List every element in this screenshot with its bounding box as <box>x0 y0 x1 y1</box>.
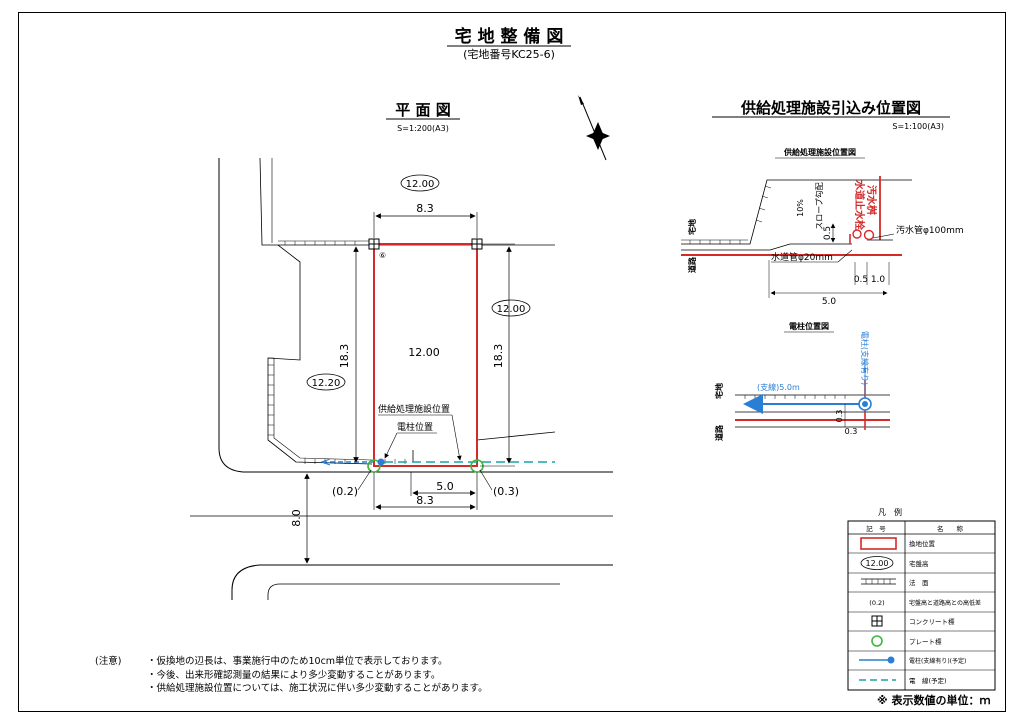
legend-row-name: 換地位置 <box>909 539 936 548</box>
sewer-leader <box>872 233 895 239</box>
legend-concrete-icon <box>871 615 883 627</box>
legend-oval-icon <box>860 556 894 570</box>
legend-slope-icon <box>861 578 896 585</box>
label-doro-1: 道路 <box>687 256 697 273</box>
branch-label: (支線)5.0m <box>757 382 800 392</box>
legend-row-name: 法 面 <box>909 578 929 587</box>
height-diff-leader <box>357 469 372 491</box>
elevation-left-lot: 12.20 <box>312 378 341 389</box>
dim-inner: 5.0 <box>436 480 454 493</box>
corner-mark: ⑥ <box>379 251 386 260</box>
legend-row-symbol: (0.2) <box>869 599 884 607</box>
pole-label: 電柱(支線有り) <box>860 331 870 385</box>
legend-col-symbol: 記 号 <box>866 524 886 533</box>
legend-lot-icon <box>860 537 897 550</box>
terrain-profile <box>681 179 912 245</box>
elevation-top: 12.00 <box>406 179 435 190</box>
dim-top-width: 8.3 <box>416 202 434 215</box>
branch-arrow-icon <box>320 458 331 466</box>
label-takuchi-2: 宅地 <box>714 383 724 399</box>
height-diff-left: (0.2) <box>332 485 358 498</box>
note-line: ・仮換地の辺長は、事業施行中のため10cm単位で表示しております。 <box>147 656 448 667</box>
north-arrow-icon <box>578 95 610 161</box>
left-lot-boundary <box>259 157 373 465</box>
legend-row-symbol: 12.00 <box>866 559 889 568</box>
water-stop-label: 水道止水栓 <box>853 179 866 230</box>
plan-scale: S=1:200(A3) <box>397 124 449 133</box>
legend-col-name: 名 称 <box>937 524 964 533</box>
top-hatch-ticks <box>284 241 356 245</box>
legend-title: 凡 例 <box>878 507 902 517</box>
sewer-box-icon <box>863 229 875 241</box>
elevation-oval <box>400 174 440 192</box>
unit-note: ※ 表示数値の単位：ｍ <box>877 694 991 707</box>
legend-row-name: コンクリート標 <box>909 617 955 626</box>
utility-pole-icon <box>377 458 385 466</box>
drawing-frame <box>18 12 1006 712</box>
dim-10: 1.0 <box>871 275 886 285</box>
concrete-marker-icon <box>368 238 380 250</box>
elevation-lot: 12.00 <box>408 346 440 359</box>
elevation-right: 12.00 <box>497 304 526 315</box>
road-edge-upper <box>218 158 613 473</box>
water-pipe-label: 水道管φ20mm <box>771 251 833 263</box>
lot-boundary <box>373 243 478 467</box>
pole-hatch-ticks <box>744 395 846 399</box>
supply-subtitle: 供給処理施設位置図 <box>783 147 856 157</box>
sewer-pipe-label: 汚水管φ100mm <box>896 224 964 236</box>
dim-50: 5.0 <box>822 297 837 307</box>
legend-pole-icon <box>859 656 895 664</box>
pole-leader <box>384 432 398 459</box>
dim-right: 18.3 <box>492 344 505 369</box>
water-stop-icon <box>852 229 862 239</box>
pole-subtitle: 電柱位置図 <box>789 321 829 331</box>
plan-title: 平 面 図 <box>395 101 450 119</box>
label-takuchi-1: 宅地 <box>687 219 697 235</box>
height-diff-leader <box>479 469 493 491</box>
slope-text: スロープ勾配 <box>814 182 824 230</box>
legend-plate-icon <box>871 635 883 647</box>
dim-03-vert: 0.3 <box>835 410 844 423</box>
legend-row-name: プレート標 <box>909 637 942 646</box>
dim-03-horiz: 0.3 <box>845 427 858 436</box>
page-title: 宅 地 整 備 図 <box>455 26 564 47</box>
supply-scale: S=1:100(A3) <box>892 122 944 131</box>
legend-row-name: 宅盤高 <box>909 559 929 568</box>
label-doro-2: 道路 <box>714 424 724 441</box>
legend-row-name: 電柱(支線有り)(予定) <box>909 657 966 665</box>
legend-row-name: 宅盤高と道路高との高低差 <box>909 599 981 607</box>
legend-row-name: 電 線(予定) <box>909 676 947 685</box>
legend-row-dividers <box>848 552 995 671</box>
slope-hatch-left <box>268 357 373 461</box>
terrain-ticks <box>689 185 772 244</box>
note-line: ・今後、出来形確認測量の結果により多少変動することがあります。 <box>147 669 441 681</box>
elevation-oval <box>306 373 346 391</box>
slope-percent: 10% <box>796 199 805 217</box>
dim-bottom-width: 8.3 <box>416 494 434 507</box>
water-pipe-leader <box>837 249 853 263</box>
road-edge-lower-inner <box>267 583 560 600</box>
supply-title: 供給処理施設引込み位置図 <box>740 99 921 117</box>
dim-05-vert: 0.5 <box>823 226 833 240</box>
pole-core <box>862 401 868 407</box>
road-surface <box>681 243 852 251</box>
sewer-box-label: 汚水桝 <box>865 185 878 215</box>
supply-leader <box>451 414 462 461</box>
page-subtitle: (宅地番号KC25-6) <box>463 47 555 61</box>
right-lot-boundary <box>476 431 556 441</box>
height-diff-right: (0.3) <box>493 485 519 498</box>
supply-position-label: 供給処理施設位置 <box>378 403 450 415</box>
road-edge-lower <box>231 564 613 600</box>
dim-05: 0.5 <box>854 275 868 285</box>
dim-left: 18.3 <box>338 344 351 369</box>
dim-road: 8.0 <box>290 509 303 527</box>
note-line: ・供給処理施設位置については、施工状況に伴い多少変動することがあります。 <box>147 683 488 694</box>
notes-label: (注意) <box>95 656 122 667</box>
pole-position-label: 電柱位置 <box>397 421 433 433</box>
